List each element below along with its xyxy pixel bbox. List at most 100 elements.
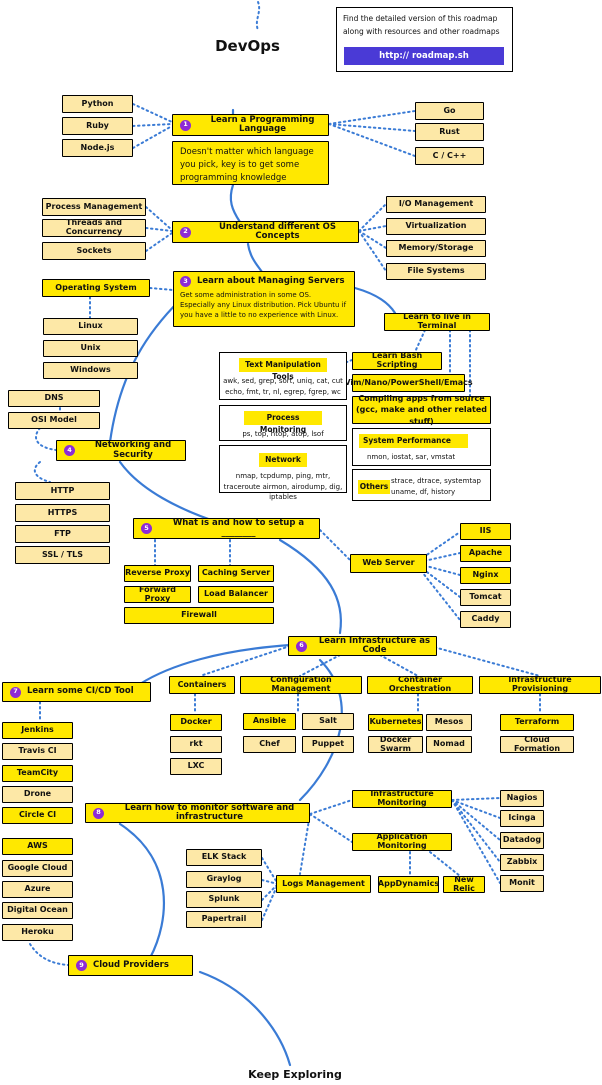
cloud-google[interactable]: Google Cloud [2, 860, 73, 877]
orch-docker-swarm[interactable]: Docker Swarm [368, 735, 423, 753]
step-number-badge: 1 [180, 119, 191, 131]
step-label: Cloud Providers [93, 959, 169, 970]
net-dns[interactable]: DNS [8, 390, 100, 407]
mon-datadog[interactable]: Datadog [500, 832, 544, 849]
infra-monitoring-heading[interactable]: Infrastructure Monitoring [352, 789, 452, 808]
net-osi-model[interactable]: OSI Model [8, 412, 100, 429]
lang-nodejs[interactable]: Node.js [62, 139, 133, 157]
os-file-systems[interactable]: File Systems [386, 263, 486, 280]
mon-nagios[interactable]: Nagios [500, 790, 544, 807]
os-heading[interactable]: Operating System [42, 279, 150, 297]
step-cloud-providers[interactable]: 9 Cloud Providers [68, 955, 193, 976]
cloud-digitalocean[interactable]: Digital Ocean [2, 902, 73, 919]
cloud-heroku[interactable]: Heroku [2, 924, 73, 941]
os-linux[interactable]: Linux [43, 318, 138, 335]
step-infra-as-code[interactable]: 6 Learn Infrastructure as Code [288, 636, 437, 656]
os-unix[interactable]: Unix [43, 340, 138, 357]
load-balancer[interactable]: Load Balancer [198, 586, 274, 603]
os-virtualization[interactable]: Virtualization [386, 218, 486, 235]
step-cicd[interactable]: 7 Learn some CI/CD Tool [2, 682, 151, 702]
step-label: Learn Infrastructure as Code [318, 635, 431, 655]
forward-proxy[interactable]: Forward Proxy [124, 585, 191, 603]
logs-heading[interactable]: Logs Management [276, 875, 371, 893]
net-http[interactable]: HTTP [15, 482, 110, 500]
editors[interactable]: Vim/Nano/PowerShell/Emacs [344, 374, 473, 392]
web-tomcat[interactable]: Tomcat [460, 589, 511, 606]
step-programming-language[interactable]: 1 Learn a Programming Language [172, 114, 329, 136]
cicd-jenkins[interactable]: Jenkins [2, 722, 73, 739]
step-monitoring[interactable]: 8 Learn how to monitor software and infr… [85, 803, 310, 823]
prov-cloud-formation[interactable]: Cloud Formation [500, 735, 574, 753]
config-mgmt-heading[interactable]: Configuration Management [240, 675, 362, 694]
app-appdynamics[interactable]: AppDynamics [378, 876, 439, 893]
net-ftp[interactable]: FTP [15, 525, 110, 543]
caching-server[interactable]: Caching Server [198, 565, 274, 582]
web-server-heading[interactable]: Web Server [350, 554, 427, 573]
web-iis[interactable]: IIS [460, 523, 511, 540]
mon-monit[interactable]: Monit [500, 875, 544, 892]
os-io-management[interactable]: I/O Management [386, 196, 486, 213]
os-memory-storage[interactable]: Memory/Storage [386, 240, 486, 257]
step-setup[interactable]: 5 What is and how to setup a ________ [133, 518, 320, 539]
bash-scripting[interactable]: Learn Bash Scripting [352, 351, 442, 370]
config-ansible[interactable]: Ansible [243, 713, 296, 730]
os-sockets[interactable]: Sockets [42, 242, 146, 260]
step-os-concepts[interactable]: 2 Understand different OS Concepts [172, 221, 359, 243]
os-windows[interactable]: Windows [43, 362, 138, 379]
roadmap-link[interactable]: http:// roadmap.sh [344, 47, 504, 65]
step-number-badge: 2 [180, 226, 191, 238]
net-https[interactable]: HTTPS [15, 504, 110, 522]
web-apache[interactable]: Apache [460, 545, 511, 562]
lang-go[interactable]: Go [415, 102, 484, 120]
app-newrelic[interactable]: New Relic [443, 875, 485, 893]
containers-heading[interactable]: Containers [169, 676, 235, 694]
mon-zabbix[interactable]: Zabbix [500, 854, 544, 871]
cicd-teamcity[interactable]: TeamCity [2, 765, 73, 782]
step-managing-servers[interactable]: 3 Learn about Managing Servers Get some … [173, 271, 355, 327]
os-process-management[interactable]: Process Management [42, 198, 146, 216]
step-number-badge: 6 [296, 640, 307, 652]
web-caddy[interactable]: Caddy [460, 611, 511, 628]
step-header: 3 Learn about Managing Servers [180, 276, 345, 287]
container-docker[interactable]: Docker [170, 714, 222, 731]
config-salt[interactable]: Salt [302, 713, 354, 730]
net-ssl-tls[interactable]: SSL / TLS [15, 546, 110, 564]
os-threads-concurrency[interactable]: Threads and Concurrency [42, 218, 146, 237]
lang-c-cpp[interactable]: C / C++ [415, 147, 484, 165]
compiling-apps[interactable]: Compiling apps from source (gcc, make an… [352, 394, 491, 426]
cicd-travis[interactable]: Travis CI [2, 743, 73, 760]
panel-text: strace, dtrace, systemtap uname, df, his… [391, 477, 481, 496]
log-graylog[interactable]: Graylog [186, 871, 262, 888]
lang-rust[interactable]: Rust [415, 123, 484, 141]
log-papertrail[interactable]: Papertrail [186, 911, 262, 928]
firewall[interactable]: Firewall [124, 607, 274, 624]
provisioning-heading[interactable]: Infrastructure Provisioning [479, 675, 601, 694]
lang-ruby[interactable]: Ruby [62, 117, 133, 135]
lang-python[interactable]: Python [62, 95, 133, 113]
config-chef[interactable]: Chef [243, 736, 296, 753]
prov-terraform[interactable]: Terraform [500, 714, 574, 731]
page-title: DevOps [215, 37, 280, 55]
mon-icinga[interactable]: Icinga [500, 810, 544, 827]
orch-kubernetes[interactable]: Kubernetes [368, 714, 423, 731]
container-rkt[interactable]: rkt [170, 736, 222, 753]
config-puppet[interactable]: Puppet [302, 736, 354, 753]
container-lxc[interactable]: LXC [170, 758, 222, 775]
terminal-heading[interactable]: Learn to live in Terminal [384, 312, 490, 331]
orch-mesos[interactable]: Mesos [426, 714, 472, 731]
orchestration-heading[interactable]: Container Orchestration [367, 675, 473, 694]
step-label: Learn about Managing Servers [197, 275, 345, 286]
reverse-proxy[interactable]: Reverse Proxy [124, 565, 191, 582]
log-splunk[interactable]: Splunk [186, 891, 262, 908]
step-description: Get some administration in some OS. Espe… [180, 291, 347, 320]
app-monitoring-heading[interactable]: Application Monitoring [352, 832, 452, 851]
cicd-circleci[interactable]: Circle CI [2, 807, 73, 824]
orch-nomad[interactable]: Nomad [426, 736, 472, 753]
cloud-aws[interactable]: AWS [2, 838, 73, 855]
web-nginx[interactable]: Nginx [460, 567, 511, 584]
cicd-drone[interactable]: Drone [2, 786, 73, 803]
log-elk[interactable]: ELK Stack [186, 849, 262, 866]
panel-title: System Performance [359, 434, 468, 448]
step-networking-security[interactable]: 4 Networking and Security [56, 440, 186, 461]
cloud-azure[interactable]: Azure [2, 881, 73, 898]
